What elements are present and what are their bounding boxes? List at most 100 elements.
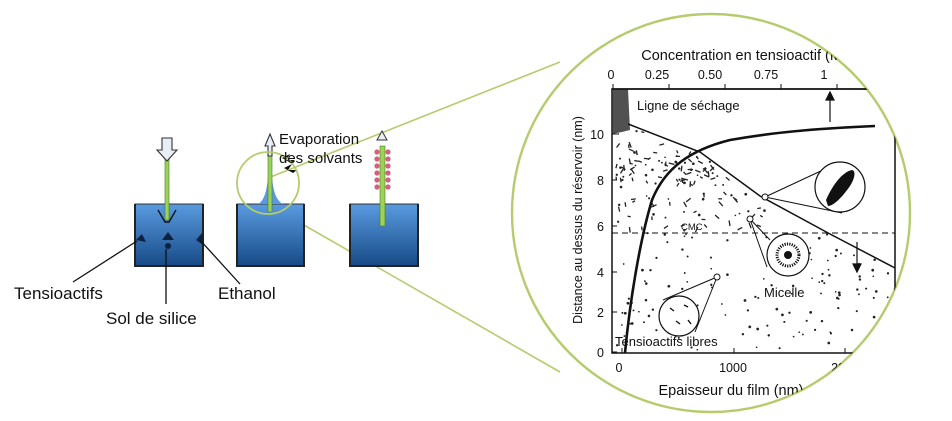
surfactant-mark [628, 141, 632, 148]
surfactant-mark [702, 167, 707, 173]
surfactant-mark [663, 225, 669, 229]
surfactant-dot [755, 346, 758, 349]
surfactant-dot [644, 280, 646, 283]
surfactant-dot [655, 256, 658, 260]
surfactant-mark [627, 215, 631, 218]
surfactant-dot [690, 346, 693, 349]
surfactant-dot [720, 303, 723, 305]
surfactant-dot [853, 254, 855, 257]
surfactant-mark [702, 166, 707, 170]
graph-area: 0 0.25 0.50 0.75 1 1.25 Concentration en… [571, 48, 896, 399]
surfactant-dot [691, 162, 695, 166]
surfactant-dot [726, 239, 729, 242]
surfactant-dot [762, 278, 765, 280]
surfactant-dot [623, 335, 626, 337]
surfactant-dot [827, 341, 831, 345]
surfactant-mark [680, 179, 686, 182]
surfactant-dot [798, 331, 801, 334]
surfactant-dot [696, 348, 699, 351]
surfactant-dot [885, 330, 888, 333]
top-tick-4: 1 [821, 68, 828, 82]
surfactant-dot [696, 174, 699, 177]
surfactant-dot [743, 299, 747, 302]
surfactant-mark [630, 198, 636, 201]
surfactant-dot [778, 347, 781, 350]
up-arrow-icon [376, 129, 388, 141]
surfactant-dot [886, 296, 889, 299]
surfactant-mark [699, 176, 704, 179]
surfactant-dot [726, 273, 729, 276]
surfactant-dot [651, 168, 654, 172]
surfactant-dot [788, 311, 791, 314]
surfactant-mark [688, 151, 692, 155]
surfactant-mark [694, 226, 699, 233]
surfactant-dot [744, 192, 748, 196]
surfactant-mark [680, 224, 685, 227]
surfactant-dot [858, 278, 862, 281]
x-tick-0: 0 [616, 361, 623, 375]
surfactant-dot [837, 291, 841, 295]
surfactant-dot [839, 252, 842, 255]
surfactant-dot [621, 178, 624, 182]
surfactant-dot [810, 258, 813, 261]
surfactant-mark [653, 151, 658, 154]
surfactant-mark [710, 164, 715, 171]
surfactant-mark [630, 168, 635, 175]
surfactant-dot [710, 283, 713, 286]
surfactant-dot [756, 327, 760, 331]
surfactant-mark [723, 191, 727, 196]
surfactant-dot [683, 161, 687, 164]
surfactant-dot [696, 304, 699, 307]
surfactant-dot [661, 161, 663, 164]
surfactant-dot [683, 181, 686, 185]
surfactant-dot [647, 314, 651, 318]
surfactant-mark [632, 200, 636, 203]
surfactant-mark [634, 159, 639, 162]
surfactant-mark [629, 162, 633, 165]
surfactant-dot [741, 333, 745, 336]
surfactant-dot [834, 254, 837, 258]
surfactant-dot [630, 322, 634, 325]
surfactant-dot [681, 248, 684, 251]
surfactant-mark [693, 180, 696, 185]
surfactant-mark [725, 176, 730, 181]
surfactant-dot [636, 153, 638, 156]
surfactant-mark [687, 158, 693, 163]
tank-2 [236, 132, 305, 267]
y-tick-10: 10 [590, 128, 604, 142]
surfactant-mark [616, 143, 621, 148]
top-axis-label: Concentration en tensioactif (M) [641, 48, 847, 64]
surfactant-dot [714, 184, 717, 187]
surfactant-dot [664, 156, 666, 159]
surfactant-dot [644, 298, 648, 302]
surfactant-dot [691, 236, 694, 239]
surfactant-mark [615, 163, 618, 169]
surfactant-dot [619, 157, 622, 160]
surfactant-dot [738, 212, 741, 215]
surfactant-dot [790, 292, 793, 295]
surfactant-mark [619, 177, 622, 183]
surfactant-mark [640, 226, 643, 231]
surfactant-mark [710, 177, 716, 180]
surfactant-dot [809, 247, 812, 249]
surfactant-dot [775, 307, 779, 311]
mesophase-coating [374, 149, 391, 190]
surfactant-dot [667, 284, 671, 288]
annotation-drying-line: Ligne de séchage [637, 98, 740, 113]
surfactant-dot [621, 311, 624, 314]
y-tick-6: 6 [597, 220, 604, 234]
surfactant-mark [748, 222, 752, 229]
down-arrow-icon [852, 242, 862, 274]
surfactant-mark [641, 131, 645, 134]
surfactant-mark [685, 197, 692, 203]
surfactant-dot [683, 235, 686, 238]
surfactant-mark [686, 171, 692, 175]
particle-stipple [615, 129, 890, 351]
y-tick-8: 8 [597, 174, 604, 188]
surfactant-mark [682, 178, 689, 181]
surfactant-dot [629, 322, 632, 325]
surfactant-mark [620, 166, 626, 171]
surfactant-dot [872, 275, 875, 278]
top-tick-0: 0 [608, 68, 615, 82]
